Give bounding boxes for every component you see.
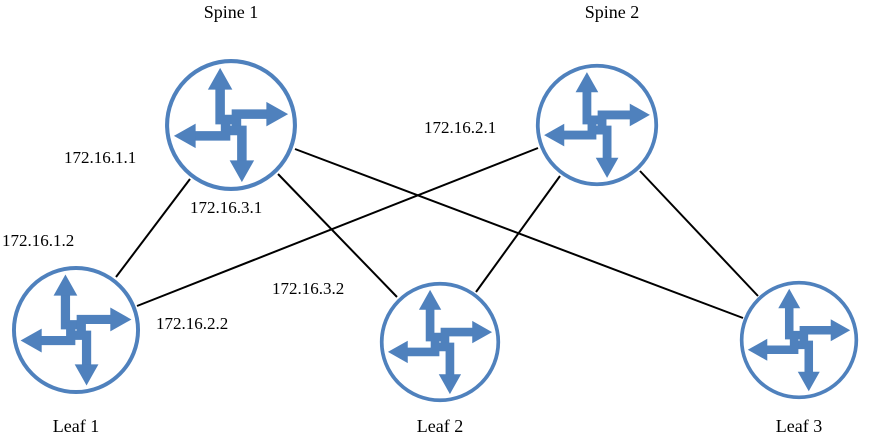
router-icon [10,264,142,396]
link-spine2-leaf1 [136,147,539,307]
router-node-leaf3 [738,279,860,401]
link-spine1-leaf1 [115,178,191,278]
ip-label-leaf2-to-spine1: 172.16.3.2 [272,279,345,298]
link-spine2-leaf3 [639,170,759,297]
link-spine2-leaf2 [475,175,561,293]
ip-label-spine1-leaf1-side-spine: 172.16.1.1 [64,148,137,167]
ip-label-leaf1-to-spine1: 172.16.1.2 [2,231,75,250]
ip-label-leaf1-to-spine2: 172.16.2.2 [156,314,229,333]
link-spine1-leaf2 [277,173,398,298]
node-label-leaf3: Leaf 3 [775,416,823,436]
router-node-leaf2 [378,280,502,404]
ip-label-spine2: 172.16.2.1 [424,118,497,137]
router-node-leaf1 [10,264,142,396]
node-label-leaf2: Leaf 2 [416,416,464,436]
router-node-spine2 [534,62,660,188]
node-label-leaf1: Leaf 1 [52,416,100,436]
node-label-spine2: Spine 2 [584,2,640,22]
router-icon [738,279,860,401]
ip-label-spine1-leaf2-side-spine: 172.16.3.1 [190,198,263,217]
router-icon [378,280,502,404]
router-node-spine1 [163,57,299,193]
node-label-spine1: Spine 1 [203,2,259,22]
router-icon [534,62,660,188]
router-icon [163,57,299,193]
